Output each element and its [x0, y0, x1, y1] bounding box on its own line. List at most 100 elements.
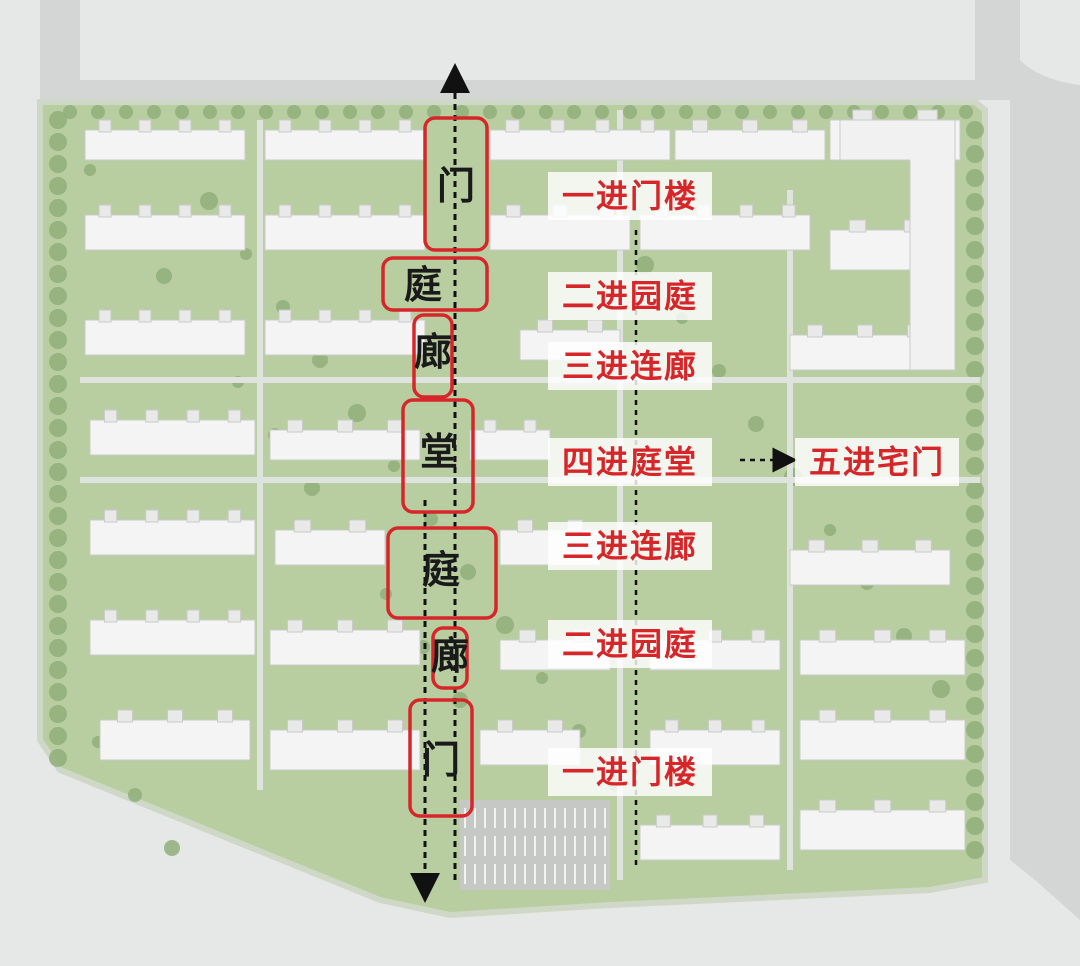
tree — [49, 331, 67, 349]
tree — [49, 529, 67, 547]
tree — [259, 105, 273, 119]
building-block — [89, 509, 256, 556]
building-block — [469, 419, 551, 461]
tree — [966, 529, 984, 547]
tree — [304, 480, 320, 496]
box-lang-bottom — [431, 626, 469, 690]
tree — [203, 105, 217, 119]
label-gate-tower-top: 一进门楼 — [548, 172, 713, 220]
tree — [49, 155, 67, 173]
tree — [959, 105, 973, 119]
box-men-bottom — [408, 698, 474, 818]
box-tang — [401, 398, 475, 514]
tree — [966, 409, 984, 427]
tree — [287, 105, 301, 119]
parking-lot — [460, 800, 610, 890]
building-block — [649, 719, 781, 766]
tree — [49, 441, 67, 459]
tree — [49, 617, 67, 635]
tree — [49, 463, 67, 481]
label-gate-tower-bottom: 一进门楼 — [548, 748, 713, 796]
tree — [424, 512, 438, 526]
axis-char-men-top: 门 — [436, 164, 475, 208]
building-block — [789, 539, 951, 586]
tree — [49, 287, 67, 305]
tree — [156, 268, 172, 284]
tree — [49, 507, 67, 525]
tree — [343, 105, 357, 119]
building-block — [269, 619, 421, 666]
tree — [49, 661, 67, 679]
tree — [824, 524, 836, 536]
tree — [966, 217, 984, 235]
box-ting-top — [381, 256, 489, 312]
tree — [49, 397, 67, 415]
tree — [427, 105, 441, 119]
tree — [819, 105, 833, 119]
tree — [399, 105, 413, 119]
tree — [966, 721, 984, 739]
tree — [636, 256, 654, 274]
building-block — [799, 799, 966, 851]
box-lang-top — [412, 313, 454, 399]
tree — [231, 105, 245, 119]
axis-char-ting-top: 庭 — [403, 263, 442, 307]
tree — [49, 309, 67, 327]
tree — [966, 433, 984, 451]
tree — [240, 248, 252, 260]
tree — [966, 793, 984, 811]
box-ting-bottom — [386, 526, 498, 620]
tree — [651, 105, 665, 119]
tree — [49, 375, 67, 393]
tree — [483, 105, 497, 119]
tree — [748, 416, 764, 432]
tree — [536, 672, 548, 684]
tree — [707, 105, 721, 119]
label-court-hall: 四进庭堂 — [548, 438, 713, 486]
outer-road — [40, 0, 1080, 920]
building-block — [99, 709, 251, 761]
tree — [679, 105, 693, 119]
tree — [595, 105, 609, 119]
tree — [875, 105, 889, 119]
tree — [348, 404, 366, 422]
tree — [312, 352, 328, 368]
tree — [932, 680, 950, 698]
tree — [763, 105, 777, 119]
building-block — [489, 119, 671, 161]
l-shaped-building — [839, 119, 956, 371]
tree — [735, 105, 749, 119]
building-block — [799, 709, 966, 761]
tree — [380, 588, 392, 600]
tree — [966, 361, 984, 379]
axis-highlight-boxes — [381, 116, 498, 818]
tree — [455, 105, 469, 119]
tree — [49, 199, 67, 217]
tree — [791, 105, 805, 119]
tree — [966, 817, 984, 835]
tree — [966, 625, 984, 643]
building-block — [674, 119, 826, 161]
tree — [119, 105, 133, 119]
axis-char-lang-bottom: 廊 — [430, 634, 469, 678]
tree — [128, 788, 142, 802]
tree — [175, 105, 189, 119]
tree — [966, 385, 984, 403]
tree — [49, 573, 67, 591]
building-block — [269, 419, 421, 461]
tree — [966, 841, 984, 859]
axis-char-ting-bottom: 庭 — [421, 548, 460, 592]
tree — [49, 111, 67, 129]
tree — [966, 769, 984, 787]
axis-char-tang: 堂 — [419, 430, 458, 474]
building-block — [269, 719, 421, 771]
tree — [966, 553, 984, 571]
tree — [63, 105, 77, 119]
tree — [966, 121, 984, 139]
tree — [49, 353, 67, 371]
building-block — [639, 814, 781, 861]
tree — [49, 727, 67, 745]
tree — [49, 595, 67, 613]
building-block — [799, 629, 966, 676]
tree — [164, 840, 180, 856]
